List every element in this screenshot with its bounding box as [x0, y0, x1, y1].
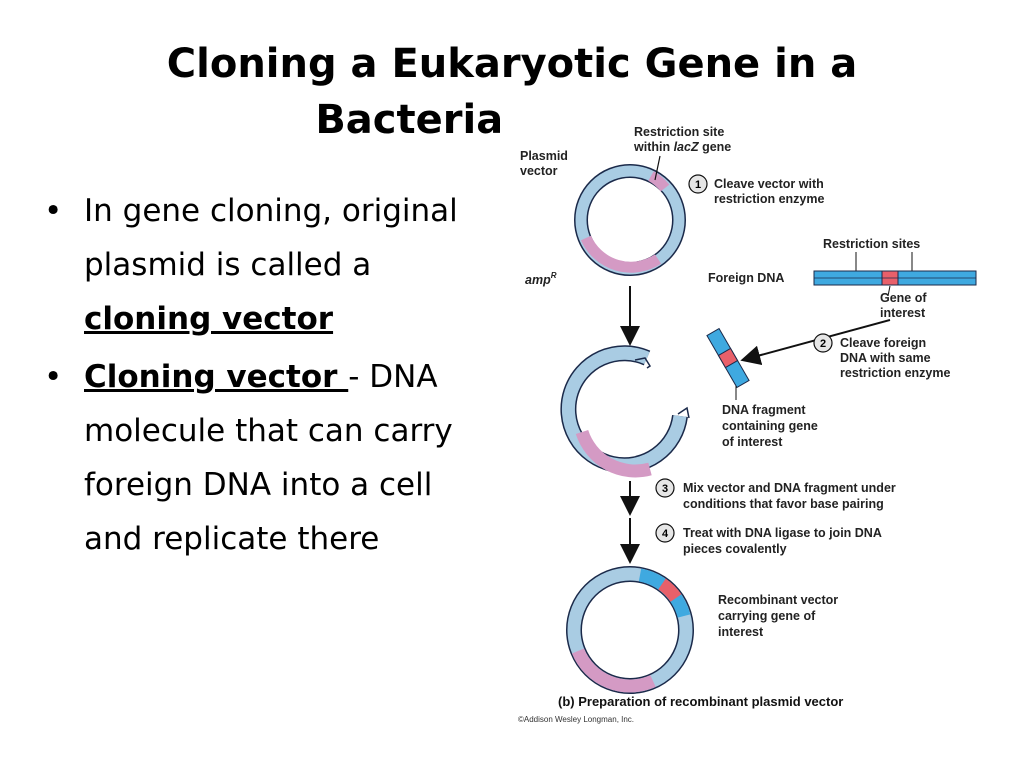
dna-fragment	[706, 327, 750, 389]
bullet-text: In gene cloning, original plasmid is cal…	[84, 193, 458, 283]
recombinant-plasmid	[566, 566, 694, 694]
bullet-item-definition: Cloning vector - DNA molecule that can c…	[44, 350, 464, 566]
plasmid-vector	[574, 164, 686, 276]
step-4-badge	[655, 523, 675, 543]
restriction-sites-label: Restriction sites	[823, 237, 920, 251]
step-2-number: 2	[820, 338, 826, 350]
ampr-label: ampR	[525, 271, 557, 287]
bullet-term: cloning vector	[84, 301, 334, 337]
bullet-list: In gene cloning, original plasmid is cal…	[44, 184, 464, 570]
bullet-term: Cloning vector	[84, 359, 349, 395]
title-line-1: Cloning a Eukaryotic Gene in a	[166, 41, 858, 87]
foreign-dna-label: Foreign DNA	[708, 271, 784, 285]
figure-caption: (b) Preparation of recombinant plasmid v…	[558, 694, 843, 709]
step-3-badge	[655, 478, 675, 498]
step-4-number: 4	[662, 528, 669, 540]
gene-pointer	[887, 285, 891, 297]
step-1-number: 1	[695, 179, 701, 191]
step-1-badge	[688, 174, 708, 194]
restriction-site-pointer	[654, 155, 661, 181]
foreign-dna-strand	[813, 270, 977, 286]
bullet-item-cloning-vector: In gene cloning, original plasmid is cal…	[44, 184, 464, 346]
copyright-credit: ©Addison Wesley Longman, Inc.	[518, 715, 634, 724]
cleaved-plasmid	[560, 345, 690, 478]
step-3-number: 3	[662, 483, 668, 495]
bullet-text: - DNA molecule that can carry foreign DN…	[84, 359, 453, 557]
step-2-badge	[813, 333, 833, 353]
